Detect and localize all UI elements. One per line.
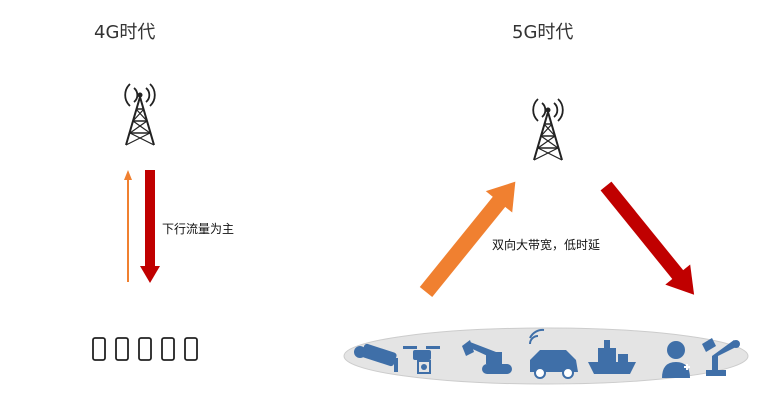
uplink-arrow-4g xyxy=(124,170,132,282)
phone-icon xyxy=(184,337,198,361)
phone-icon xyxy=(161,337,175,361)
label-4g-downlink: 下行流量为主 xyxy=(162,222,235,236)
ship-icon xyxy=(588,340,636,374)
phone-icon xyxy=(92,337,106,361)
phone-group-4g xyxy=(92,337,198,361)
uplink-arrow-5g xyxy=(419,181,516,298)
downlink-arrow-5g xyxy=(600,181,695,295)
downlink-arrow-4g xyxy=(140,170,160,283)
cctv-camera-icon xyxy=(354,343,398,372)
connected-car-icon xyxy=(529,328,578,379)
phone-icon xyxy=(115,337,129,361)
robot-arm-icon xyxy=(702,338,740,376)
drone-icon xyxy=(403,346,440,374)
tower-5g-icon xyxy=(532,98,564,161)
title-4g: 4G时代 xyxy=(94,22,156,43)
title-5g: 5G时代 xyxy=(512,22,574,43)
label-5g-bidirectional: 双向大带宽，低时延 xyxy=(492,238,601,252)
doctor-icon xyxy=(662,341,690,378)
tower-4g-icon xyxy=(124,83,156,146)
excavator-icon xyxy=(462,340,512,374)
phone-icon xyxy=(138,337,152,361)
